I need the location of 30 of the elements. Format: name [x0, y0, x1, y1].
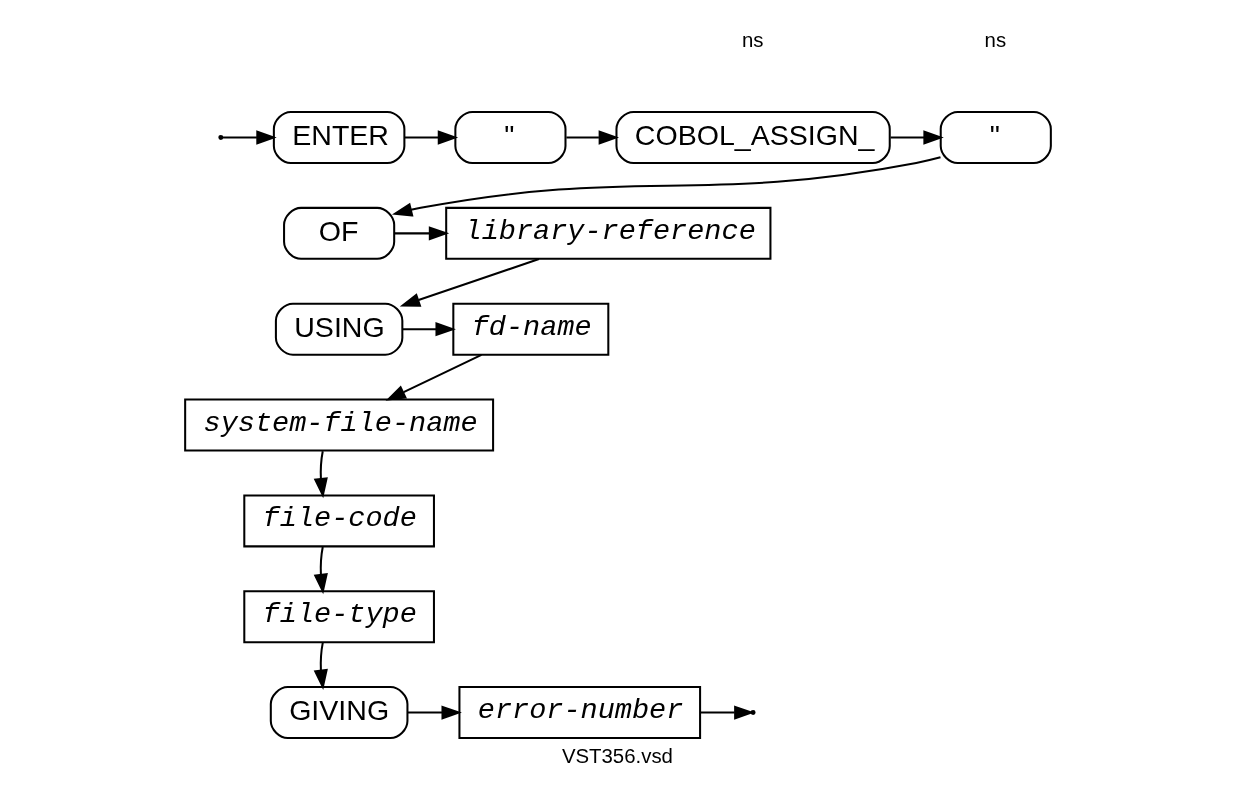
node-box: library-reference	[444, 206, 771, 260]
arrow	[565, 130, 619, 145]
label: ns	[741, 28, 763, 51]
arrow	[404, 130, 458, 145]
node-box: GIVING	[269, 686, 408, 740]
arrow	[699, 705, 755, 720]
node-box: file-type	[242, 590, 435, 644]
node-box: COBOL_ASSIGN_	[614, 111, 891, 164]
arrow	[313, 642, 328, 690]
arrow	[402, 322, 456, 337]
arrow	[222, 130, 277, 145]
arrow	[313, 451, 328, 499]
node-box: fd-name	[451, 302, 609, 356]
arrow	[890, 130, 944, 145]
label: ns	[984, 28, 1006, 51]
arrow	[407, 705, 462, 720]
arrow	[385, 353, 482, 401]
node-box: OF	[282, 206, 395, 260]
arrow	[393, 226, 449, 241]
node-box: USING	[274, 302, 403, 356]
arrow	[391, 156, 941, 217]
arrow	[313, 546, 328, 595]
node-box: system-file-name	[183, 398, 494, 452]
node-box: "	[453, 111, 566, 164]
node-box: file-code	[242, 494, 435, 548]
node-box: "	[939, 111, 1052, 164]
arrow	[399, 258, 539, 307]
caption: VST356.vsd	[561, 744, 673, 767]
node-box: error-number	[457, 686, 701, 740]
node-box: ENTER	[272, 111, 405, 164]
